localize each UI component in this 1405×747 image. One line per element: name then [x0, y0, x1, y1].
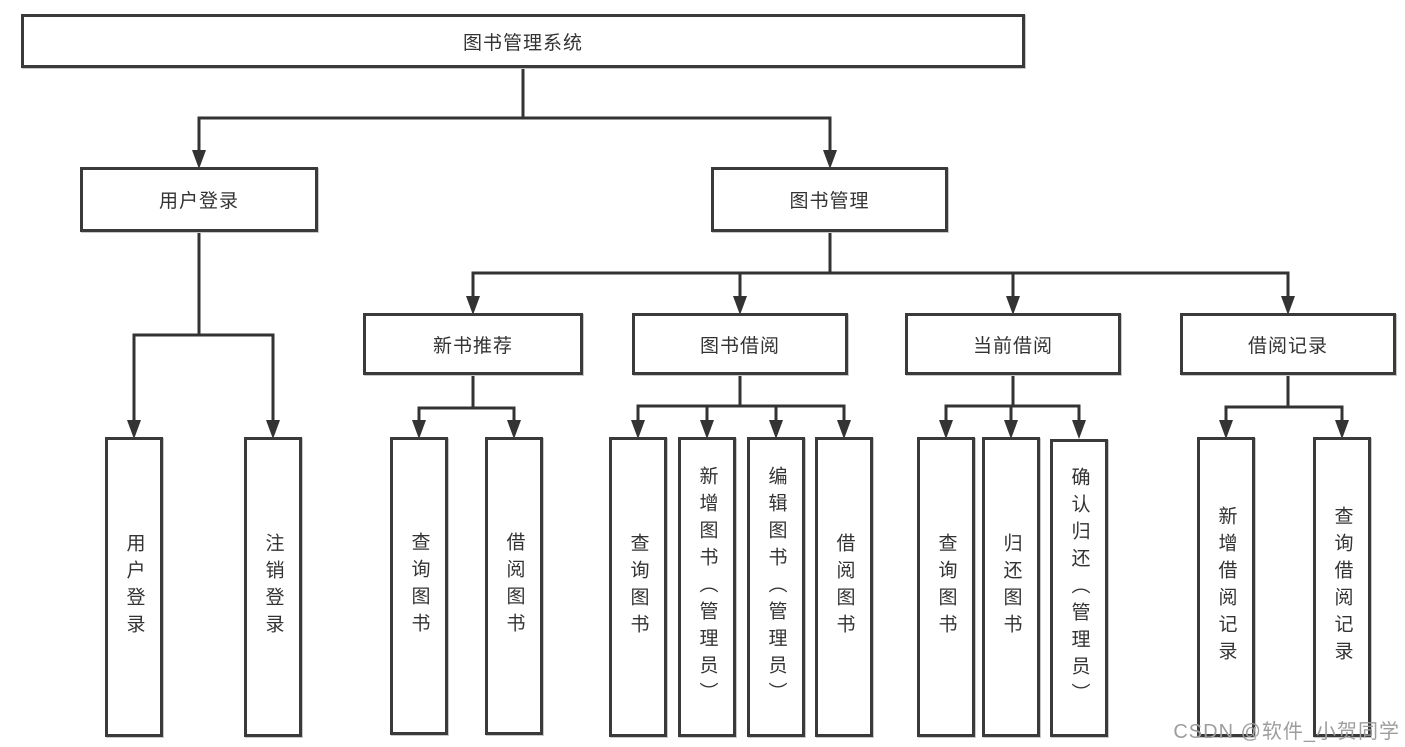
leaf-query-books-borrow: 查询图书 — [609, 437, 667, 737]
leaf-user-login: 用户登录 — [105, 437, 163, 737]
connector-new-books-to-leaves — [417, 375, 516, 421]
leaf-return-books: 归还图书 — [982, 437, 1040, 737]
node-book-borrowing-label: 图书借阅 — [699, 335, 780, 357]
node-new-book-recommend: 新书推荐 — [363, 313, 583, 375]
leaf-query-borrow-record-label: 查询借阅记录 — [1331, 506, 1353, 668]
connector-book-mgmt-to-level3 — [471, 232, 1290, 297]
leaf-query-books-recommend: 查询图书 — [390, 437, 448, 735]
leaf-add-books-admin: 新增图书（管理员） — [678, 437, 736, 737]
node-book-management: 图书管理 — [711, 167, 948, 232]
csdn-watermark: CSDN @软件_小贺同学 — [1173, 721, 1400, 743]
leaf-add-books-admin-label: 新增图书（管理员） — [696, 465, 718, 709]
connector-root-to-level2 — [197, 68, 832, 152]
leaf-query-books-current-label: 查询图书 — [935, 533, 957, 641]
leaf-query-books-current: 查询图书 — [917, 437, 975, 737]
node-current-borrowing: 当前借阅 — [905, 313, 1121, 375]
connector-user-login-to-leaves — [132, 232, 275, 421]
leaf-user-login-label: 用户登录 — [123, 533, 145, 641]
leaf-borrow-books-label: 借阅图书 — [833, 533, 855, 641]
leaf-logout: 注销登录 — [244, 437, 302, 737]
leaf-query-borrow-record: 查询借阅记录 — [1313, 437, 1371, 737]
arrowheads-level3 — [466, 296, 1295, 315]
leaf-borrow-books-recommend: 借阅图书 — [485, 437, 543, 735]
leaf-borrow-books-recommend-label: 借阅图书 — [503, 532, 525, 640]
node-borrowing-records: 借阅记录 — [1180, 313, 1396, 375]
node-user-login-label: 用户登录 — [158, 191, 239, 212]
leaf-confirm-return-admin: 确认归还（管理员） — [1050, 439, 1108, 737]
leaf-add-borrow-record-label: 新增借阅记录 — [1215, 506, 1237, 668]
connector-book-borrow-to-leaves — [636, 375, 846, 421]
node-root-label: 图书管理系统 — [462, 32, 583, 54]
node-book-borrowing: 图书借阅 — [632, 313, 848, 375]
node-new-book-recommend-label: 新书推荐 — [432, 335, 513, 357]
connector-borrow-records-to-leaves — [1224, 375, 1344, 421]
leaf-borrow-books: 借阅图书 — [815, 437, 873, 737]
connector-current-borrow-to-leaves — [944, 375, 1081, 421]
node-book-management-label: 图书管理 — [789, 191, 870, 212]
leaf-return-books-label: 归还图书 — [1000, 533, 1022, 641]
node-root: 图书管理系统 — [21, 14, 1025, 68]
node-current-borrowing-label: 当前借阅 — [972, 335, 1053, 357]
leaf-edit-books-admin-label: 编辑图书（管理员） — [765, 465, 787, 709]
leaf-add-borrow-record: 新增借阅记录 — [1197, 437, 1255, 737]
node-user-login: 用户登录 — [80, 167, 318, 232]
leaf-query-books-recommend-label: 查询图书 — [408, 532, 430, 640]
leaf-query-books-borrow-label: 查询图书 — [627, 533, 649, 641]
node-borrowing-records-label: 借阅记录 — [1247, 335, 1328, 357]
leaf-logout-label: 注销登录 — [262, 533, 284, 641]
leaf-edit-books-admin: 编辑图书（管理员） — [747, 437, 805, 737]
leaf-confirm-return-admin-label: 确认归还（管理员） — [1068, 466, 1090, 710]
